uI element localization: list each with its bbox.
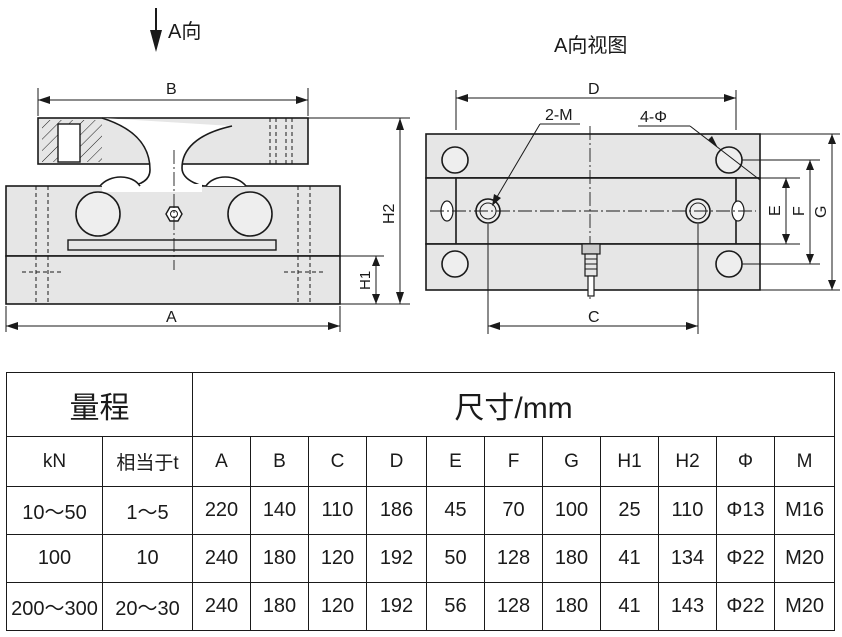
view-title: A向视图: [554, 34, 627, 57]
table-cell: Φ13: [716, 486, 775, 535]
holes-label: 4-Φ: [640, 109, 667, 126]
mount-hole-icon: [715, 146, 743, 174]
dim-label-h1: H1: [357, 271, 374, 290]
dim-label-e: E: [767, 205, 784, 216]
table-row: 200～300 20～30 240 180 120 192 56 128 180…: [6, 582, 836, 631]
table-cell: 186: [366, 486, 427, 535]
table-cell: 128: [484, 534, 543, 583]
table-cell: M20: [773, 582, 836, 631]
table-cell: 192: [366, 582, 427, 631]
range-header: 量程: [6, 372, 193, 437]
col-header: D: [366, 436, 427, 487]
table-cell: 56: [426, 582, 485, 631]
table-cell: Φ22: [716, 534, 775, 583]
table-cell: 140: [250, 486, 309, 535]
table-cell: 240: [192, 534, 251, 583]
base-plate: [5, 255, 341, 305]
col-header: C: [308, 436, 367, 487]
arrow-down-icon: [150, 30, 162, 52]
table-cell: 1～5: [102, 486, 193, 535]
table-cell: 180: [542, 534, 601, 583]
table-cell: 10: [102, 534, 193, 583]
table-cell: 110: [658, 486, 717, 535]
table-cell: 134: [658, 534, 717, 583]
table-cell: Φ22: [716, 582, 775, 631]
dim-label-h2: H2: [381, 203, 398, 224]
table-cell: 50: [426, 534, 485, 583]
table-cell: 41: [600, 582, 659, 631]
col-header: G: [542, 436, 601, 487]
direction-label: A向: [168, 20, 201, 43]
table-cell: 128: [484, 582, 543, 631]
thread-label: 2-M: [545, 107, 573, 124]
dim-label-a: A: [166, 309, 177, 326]
table-cell: 192: [366, 534, 427, 583]
col-header: B: [250, 436, 309, 487]
mount-hole-icon: [715, 250, 743, 278]
table-cell: 10～50: [6, 486, 103, 535]
table-row: 100 10 240 180 120 192 50 128 180 41 134…: [6, 534, 836, 583]
col-header: E: [426, 436, 485, 487]
table-cell: 143: [658, 582, 717, 631]
dim-label-f: F: [791, 206, 808, 216]
table-cell: 200～300: [6, 582, 103, 631]
side-view: B: [5, 81, 410, 332]
mount-hole-icon: [441, 250, 469, 278]
dim-label-b: B: [166, 81, 177, 98]
cable-connector-icon: [581, 243, 601, 297]
end-view: D 2-M: [425, 81, 840, 334]
table-cell: 41: [600, 534, 659, 583]
table-cell: 100: [542, 486, 601, 535]
col-header: H2: [658, 436, 717, 487]
table-subheader-row: kN 相当于t A B C D E F G H1 H2 Φ M: [6, 436, 836, 487]
technical-drawing: A向 B: [5, 8, 840, 334]
table-cell: 45: [426, 486, 485, 535]
col-header: F: [484, 436, 543, 487]
table-cell: 240: [192, 582, 251, 631]
col-header: 相当于t: [102, 436, 193, 487]
table-cell: 180: [250, 534, 309, 583]
table-row: 10～50 1～5 220 140 110 186 45 70 100 25 1…: [6, 486, 836, 535]
dim-label-d: D: [588, 81, 600, 98]
table-cell: 180: [542, 582, 601, 631]
dims-header: 尺寸/mm: [191, 372, 836, 437]
col-header: H1: [600, 436, 659, 487]
table-cell: 100: [6, 534, 103, 583]
table-cell: M16: [773, 486, 836, 535]
col-header: kN: [6, 436, 103, 487]
table-cell: 20～30: [102, 582, 193, 631]
table-cell: 70: [484, 486, 543, 535]
table-cell: 110: [308, 486, 367, 535]
table-cell: 120: [308, 582, 367, 631]
table-header-row: 量程 尺寸/mm: [6, 372, 836, 437]
mount-hole-icon: [441, 146, 469, 174]
dim-label-g: G: [813, 206, 830, 218]
dim-label-c: C: [588, 309, 600, 326]
table-cell: M20: [773, 534, 836, 583]
table-cell: 220: [192, 486, 251, 535]
col-header: M: [773, 436, 836, 487]
spec-table: 量程 尺寸/mm kN 相当于t A B C D E F G H1 H2 Φ M…: [6, 372, 836, 631]
col-header: Φ: [716, 436, 775, 487]
table-cell: 180: [250, 582, 309, 631]
direction-arrow: [150, 8, 162, 52]
table-cell: 120: [308, 534, 367, 583]
bolt-icon: [165, 206, 183, 222]
table-cell: 25: [600, 486, 659, 535]
col-header: A: [192, 436, 251, 487]
